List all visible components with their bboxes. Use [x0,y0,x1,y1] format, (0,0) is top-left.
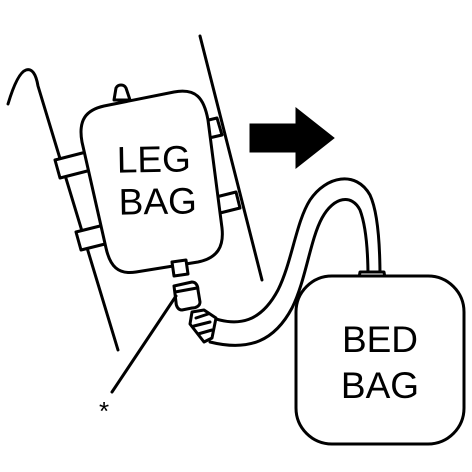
drainage-tube [203,177,382,347]
leg-right-contour [198,34,264,282]
leg-bag-label-line2: BAG [118,180,197,222]
bed-bag: BED BAG [294,270,466,446]
right-arrow-icon [249,106,335,170]
leg-bag-label-line1: LEG [116,138,191,180]
connector-body [172,280,202,312]
leg-bag: LEG BAG [79,83,224,275]
connector-asterisk-marker: * [99,396,109,426]
callout-leader-line [110,294,178,394]
bed-bag-label-line1: BED [342,319,418,360]
bed-bag-label-line2: BAG [341,365,419,406]
outlet-connector [170,258,218,344]
tube-fitting-ribs [192,312,214,336]
tube-inner-edge [208,198,370,347]
leg-bag-body [79,89,224,275]
outlet-valve [170,258,190,278]
leg-left-contour [6,68,120,352]
connector-band [173,286,199,294]
connector-callout: * [99,294,178,426]
leg-outline [6,34,264,352]
leg-bag-top-hanger [112,83,132,102]
bed-bag-body [294,274,466,446]
tube-outer-edge [203,177,382,324]
